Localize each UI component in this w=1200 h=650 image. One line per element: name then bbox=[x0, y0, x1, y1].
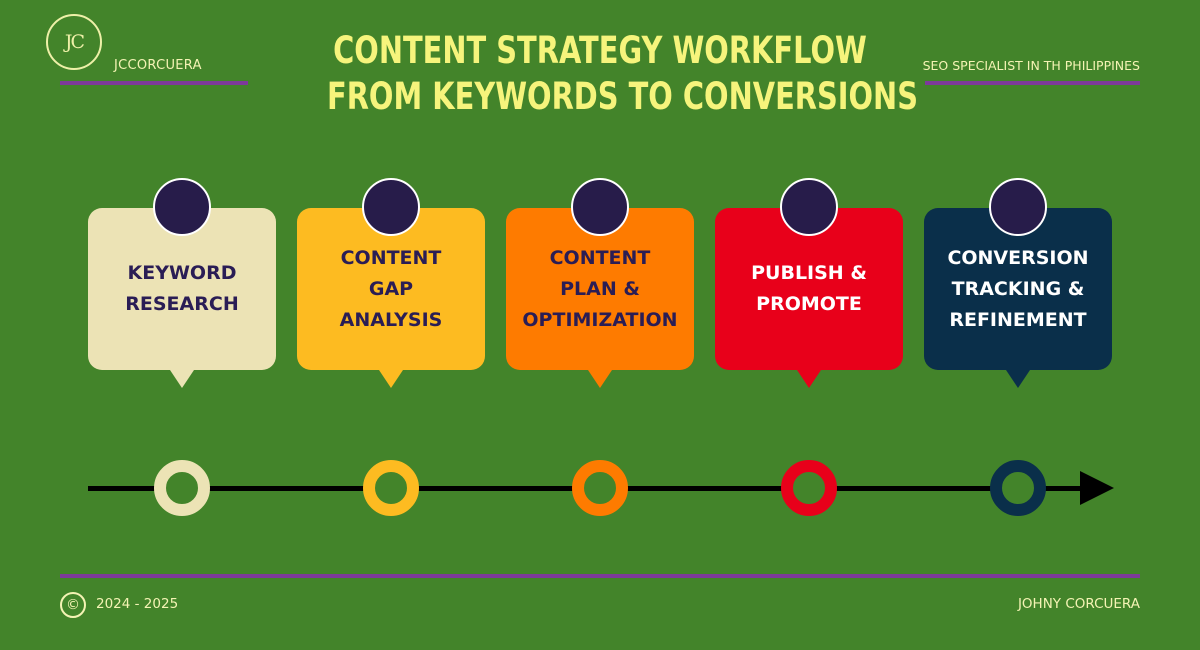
step-pointer bbox=[1006, 370, 1030, 388]
tagline: SEO SPECIALIST IN TH PHILIPPINES bbox=[922, 58, 1140, 73]
copyright-icon: © bbox=[60, 592, 86, 618]
footer-rule bbox=[60, 574, 1140, 578]
title-line-1: CONTENT STRATEGY WORKFLOW bbox=[333, 29, 867, 72]
timeline-node bbox=[572, 460, 628, 516]
step-label: CONVERSION TRACKING & REFINEMENT bbox=[947, 246, 1089, 331]
step-label: PUBLISH & PROMOTE bbox=[751, 262, 867, 315]
timeline-node bbox=[781, 460, 837, 516]
timeline-arrowhead-icon bbox=[1080, 471, 1114, 505]
logo-monogram: JC bbox=[64, 31, 85, 53]
page-title: CONTENT STRATEGY WORKFLOW FROM KEYWORDS … bbox=[327, 28, 918, 120]
step-label: KEYWORD RESEARCH bbox=[125, 262, 239, 315]
title-line-2: FROM KEYWORDS TO CONVERSIONS bbox=[327, 75, 918, 118]
step-badge bbox=[989, 178, 1047, 236]
brand-name: JCCORCUERA bbox=[114, 58, 202, 73]
author-name: JOHNY CORCUERA bbox=[1017, 596, 1140, 612]
copyright-years: 2024 - 2025 bbox=[96, 596, 179, 612]
step-pointer bbox=[170, 370, 194, 388]
step-label: CONTENT PLAN & OPTIMIZATION bbox=[522, 246, 678, 331]
logo: JC bbox=[46, 14, 102, 70]
step-pointer bbox=[588, 370, 612, 388]
header-rule-left bbox=[60, 81, 248, 85]
timeline-node bbox=[154, 460, 210, 516]
step-badge bbox=[571, 178, 629, 236]
timeline-node bbox=[990, 460, 1046, 516]
step-card-content-gap-analysis: CONTENT GAP ANALYSIS bbox=[297, 208, 485, 370]
step-badge bbox=[153, 178, 211, 236]
step-label: CONTENT GAP ANALYSIS bbox=[339, 246, 443, 331]
step-badge bbox=[780, 178, 838, 236]
header-rule-right bbox=[925, 81, 1140, 85]
timeline-node bbox=[363, 460, 419, 516]
step-badge bbox=[362, 178, 420, 236]
step-pointer bbox=[797, 370, 821, 388]
step-pointer bbox=[379, 370, 403, 388]
